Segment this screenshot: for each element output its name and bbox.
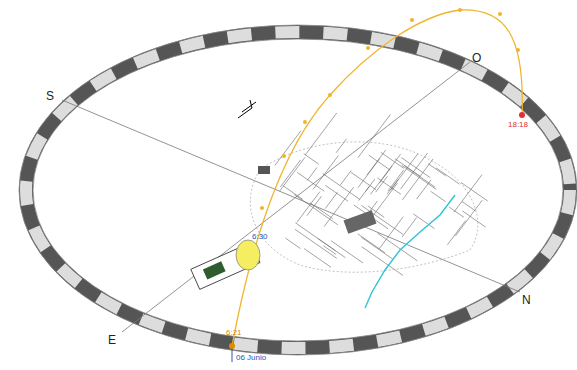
compass-ring-segments: [26, 32, 570, 348]
sun: [236, 240, 260, 270]
building: [258, 166, 270, 174]
pier: [238, 100, 256, 118]
date-marker: [232, 350, 233, 362]
compass-ring: [26, 32, 570, 348]
hour-dots: [229, 8, 525, 349]
time-label: 6:30: [252, 233, 268, 241]
ring-outline: [19, 25, 577, 355]
river: [365, 195, 455, 308]
compass-label: N: [522, 294, 531, 306]
time-label: 06 Junio: [236, 354, 266, 362]
south-north-axis: [62, 100, 520, 292]
sun-path: [232, 10, 522, 346]
street-map: [275, 113, 488, 276]
city-outline: [250, 142, 478, 272]
compass-label: S: [46, 90, 54, 102]
compass-label: O: [472, 52, 481, 64]
compass-label: E: [108, 334, 116, 346]
building: [344, 210, 377, 233]
east-west-axis: [122, 62, 470, 332]
time-label: 18:18: [508, 121, 528, 129]
ring-outline: [33, 39, 563, 341]
time-label: 6:21: [226, 329, 242, 337]
